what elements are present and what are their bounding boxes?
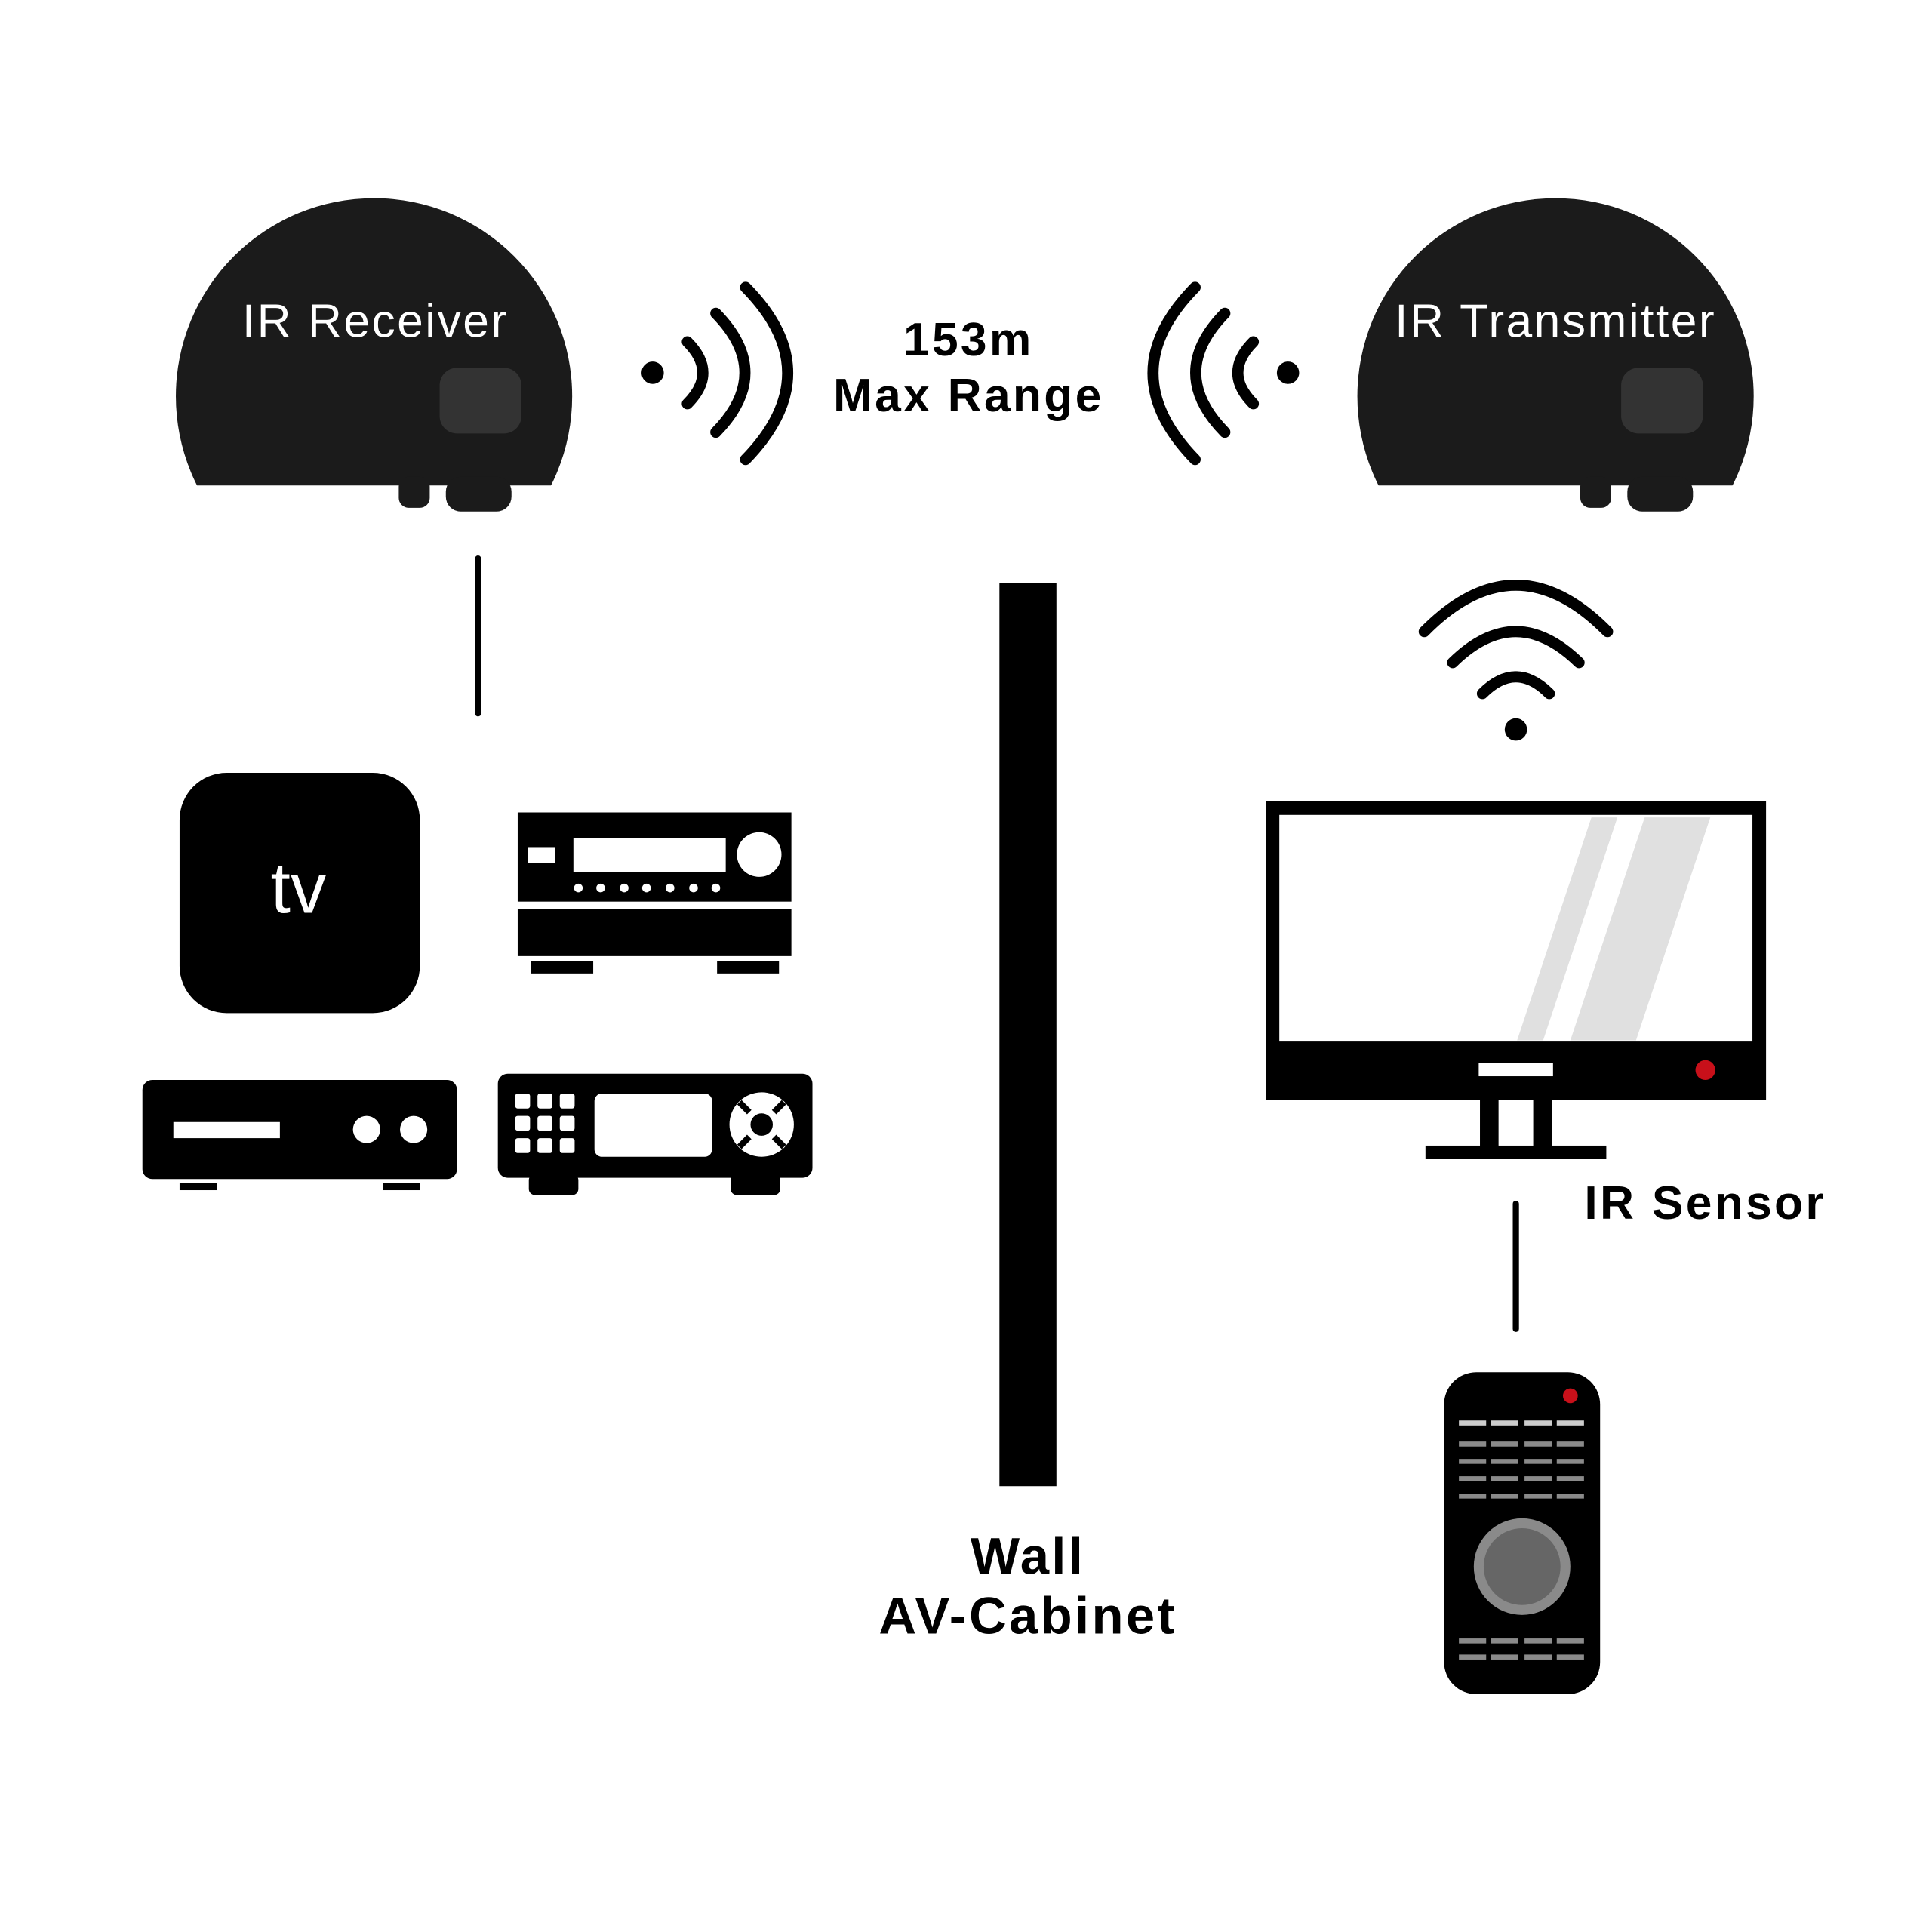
receiver-foot-small bbox=[398, 476, 430, 508]
signal-waves-icon-left bbox=[1147, 281, 1300, 466]
ir-sensor-label: IR Sensor bbox=[1584, 1177, 1826, 1229]
cabinet-label: AV-Cabinet bbox=[878, 1587, 1177, 1645]
ir-receiver-device: IR Receiver bbox=[176, 198, 573, 512]
dvd-player-icon bbox=[142, 1079, 457, 1191]
apple-tv-label: tv bbox=[270, 848, 326, 928]
wifi-icon bbox=[1418, 580, 1614, 741]
receiver-label: IR Receiver bbox=[242, 295, 509, 347]
wall bbox=[999, 583, 1057, 1487]
transmitter-label: IR Transmitter bbox=[1395, 295, 1716, 347]
transmitter-foot-large bbox=[1627, 476, 1694, 512]
av-receiver-icon bbox=[517, 812, 792, 974]
transmitter-foot-small bbox=[1580, 476, 1611, 508]
apple-tv-icon: tv bbox=[179, 773, 420, 1014]
receiver-foot-large bbox=[445, 476, 512, 512]
set-top-box-icon bbox=[497, 1073, 813, 1195]
wall-label: Wall bbox=[971, 1527, 1085, 1586]
transmitter-window bbox=[1621, 368, 1703, 434]
tv-power-led bbox=[1695, 1060, 1715, 1080]
signal-waves-icon-right bbox=[641, 281, 793, 466]
remote-control-icon bbox=[1444, 1372, 1601, 1694]
range-caption: Max Range bbox=[833, 370, 1104, 422]
range-distance: 153m bbox=[903, 314, 1034, 366]
television-icon bbox=[1266, 801, 1767, 1159]
receiver-window bbox=[439, 368, 521, 434]
ir-transmitter-device: IR Transmitter bbox=[1357, 198, 1754, 512]
